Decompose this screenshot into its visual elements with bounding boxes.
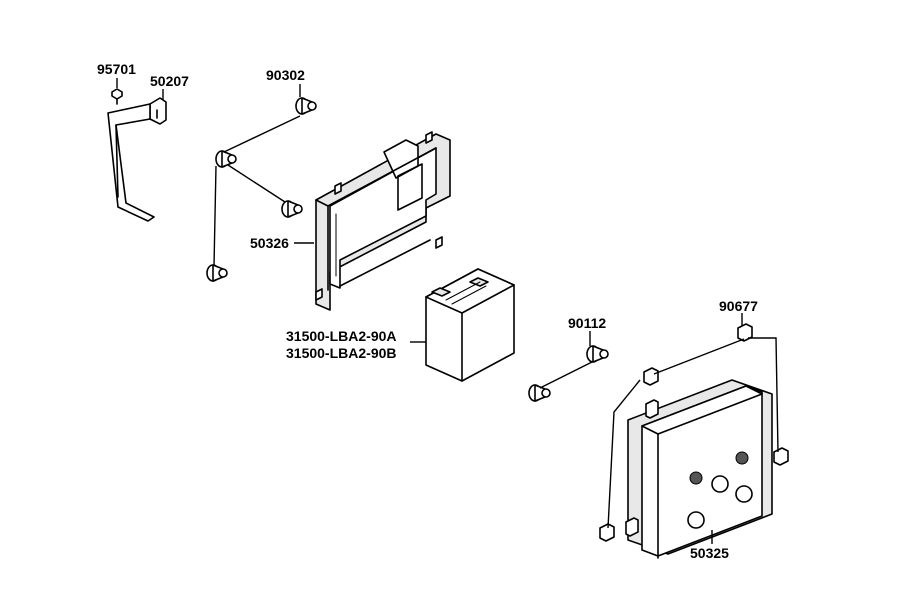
control-box-50325 xyxy=(625,379,773,559)
part-number-31500-lba2-90b: 31500-LBA2-90B xyxy=(286,345,397,361)
clip-90677-right xyxy=(773,447,789,466)
clip-90677-left xyxy=(643,367,659,386)
bolt-90112-lower xyxy=(528,384,551,402)
strap-bracket-50207 xyxy=(107,97,167,222)
part-number-50325: 50325 xyxy=(690,545,729,561)
grommet-90302-top xyxy=(295,97,317,115)
clip-90677-bottom xyxy=(599,523,615,542)
grommet-90302-bottom xyxy=(206,264,228,282)
part-number-90112: 90112 xyxy=(568,315,607,331)
part-number-90302: 90302 xyxy=(266,67,305,83)
battery-31500 xyxy=(425,268,515,382)
part-number-50326: 50326 xyxy=(250,235,289,251)
part-number-90677: 90677 xyxy=(719,298,758,314)
bolt-95701 xyxy=(111,88,123,105)
battery-tray-50326 xyxy=(315,131,451,311)
grommet-90302-mid xyxy=(215,150,237,168)
bolt-90112-upper xyxy=(586,345,609,363)
part-number-31500-lba2-90a: 31500-LBA2-90A xyxy=(286,328,397,344)
part-number-95701: 95701 xyxy=(97,61,136,77)
part-number-50207: 50207 xyxy=(150,73,189,89)
clip-90677-top xyxy=(737,323,753,342)
grommet-90302-right xyxy=(281,200,303,218)
